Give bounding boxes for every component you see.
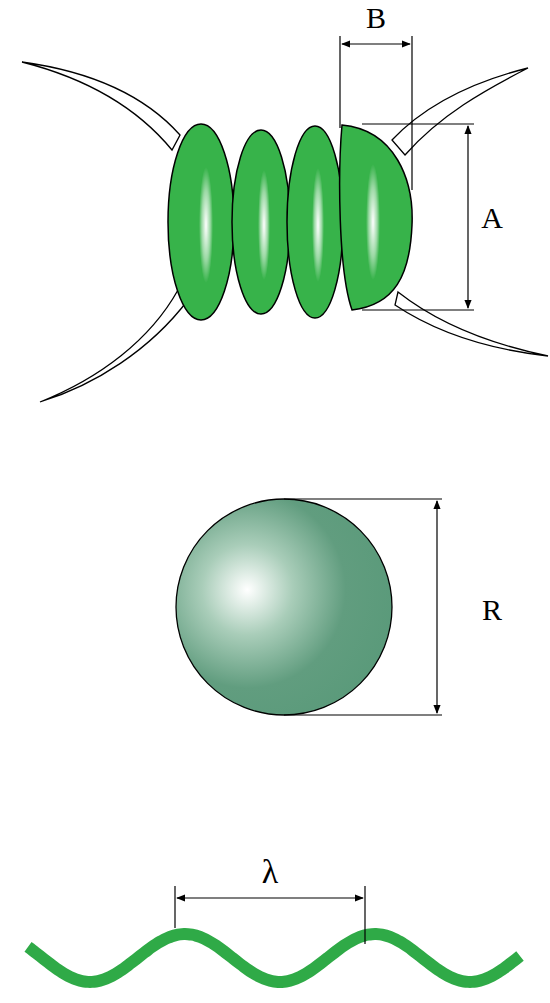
dimension-a [362, 124, 474, 310]
wave-filament [28, 934, 520, 982]
spines [22, 62, 548, 402]
cell-highlights [199, 164, 380, 283]
dimension-lambda [175, 886, 365, 944]
dimension-r [284, 499, 442, 715]
dimension-label: B [366, 3, 386, 33]
sphere [176, 499, 392, 715]
dimension-label: λ [262, 855, 279, 889]
dimension-label: A [481, 203, 503, 233]
dimension-b [340, 36, 412, 190]
colony-cells [168, 124, 412, 320]
dimension-label: R [482, 595, 502, 625]
